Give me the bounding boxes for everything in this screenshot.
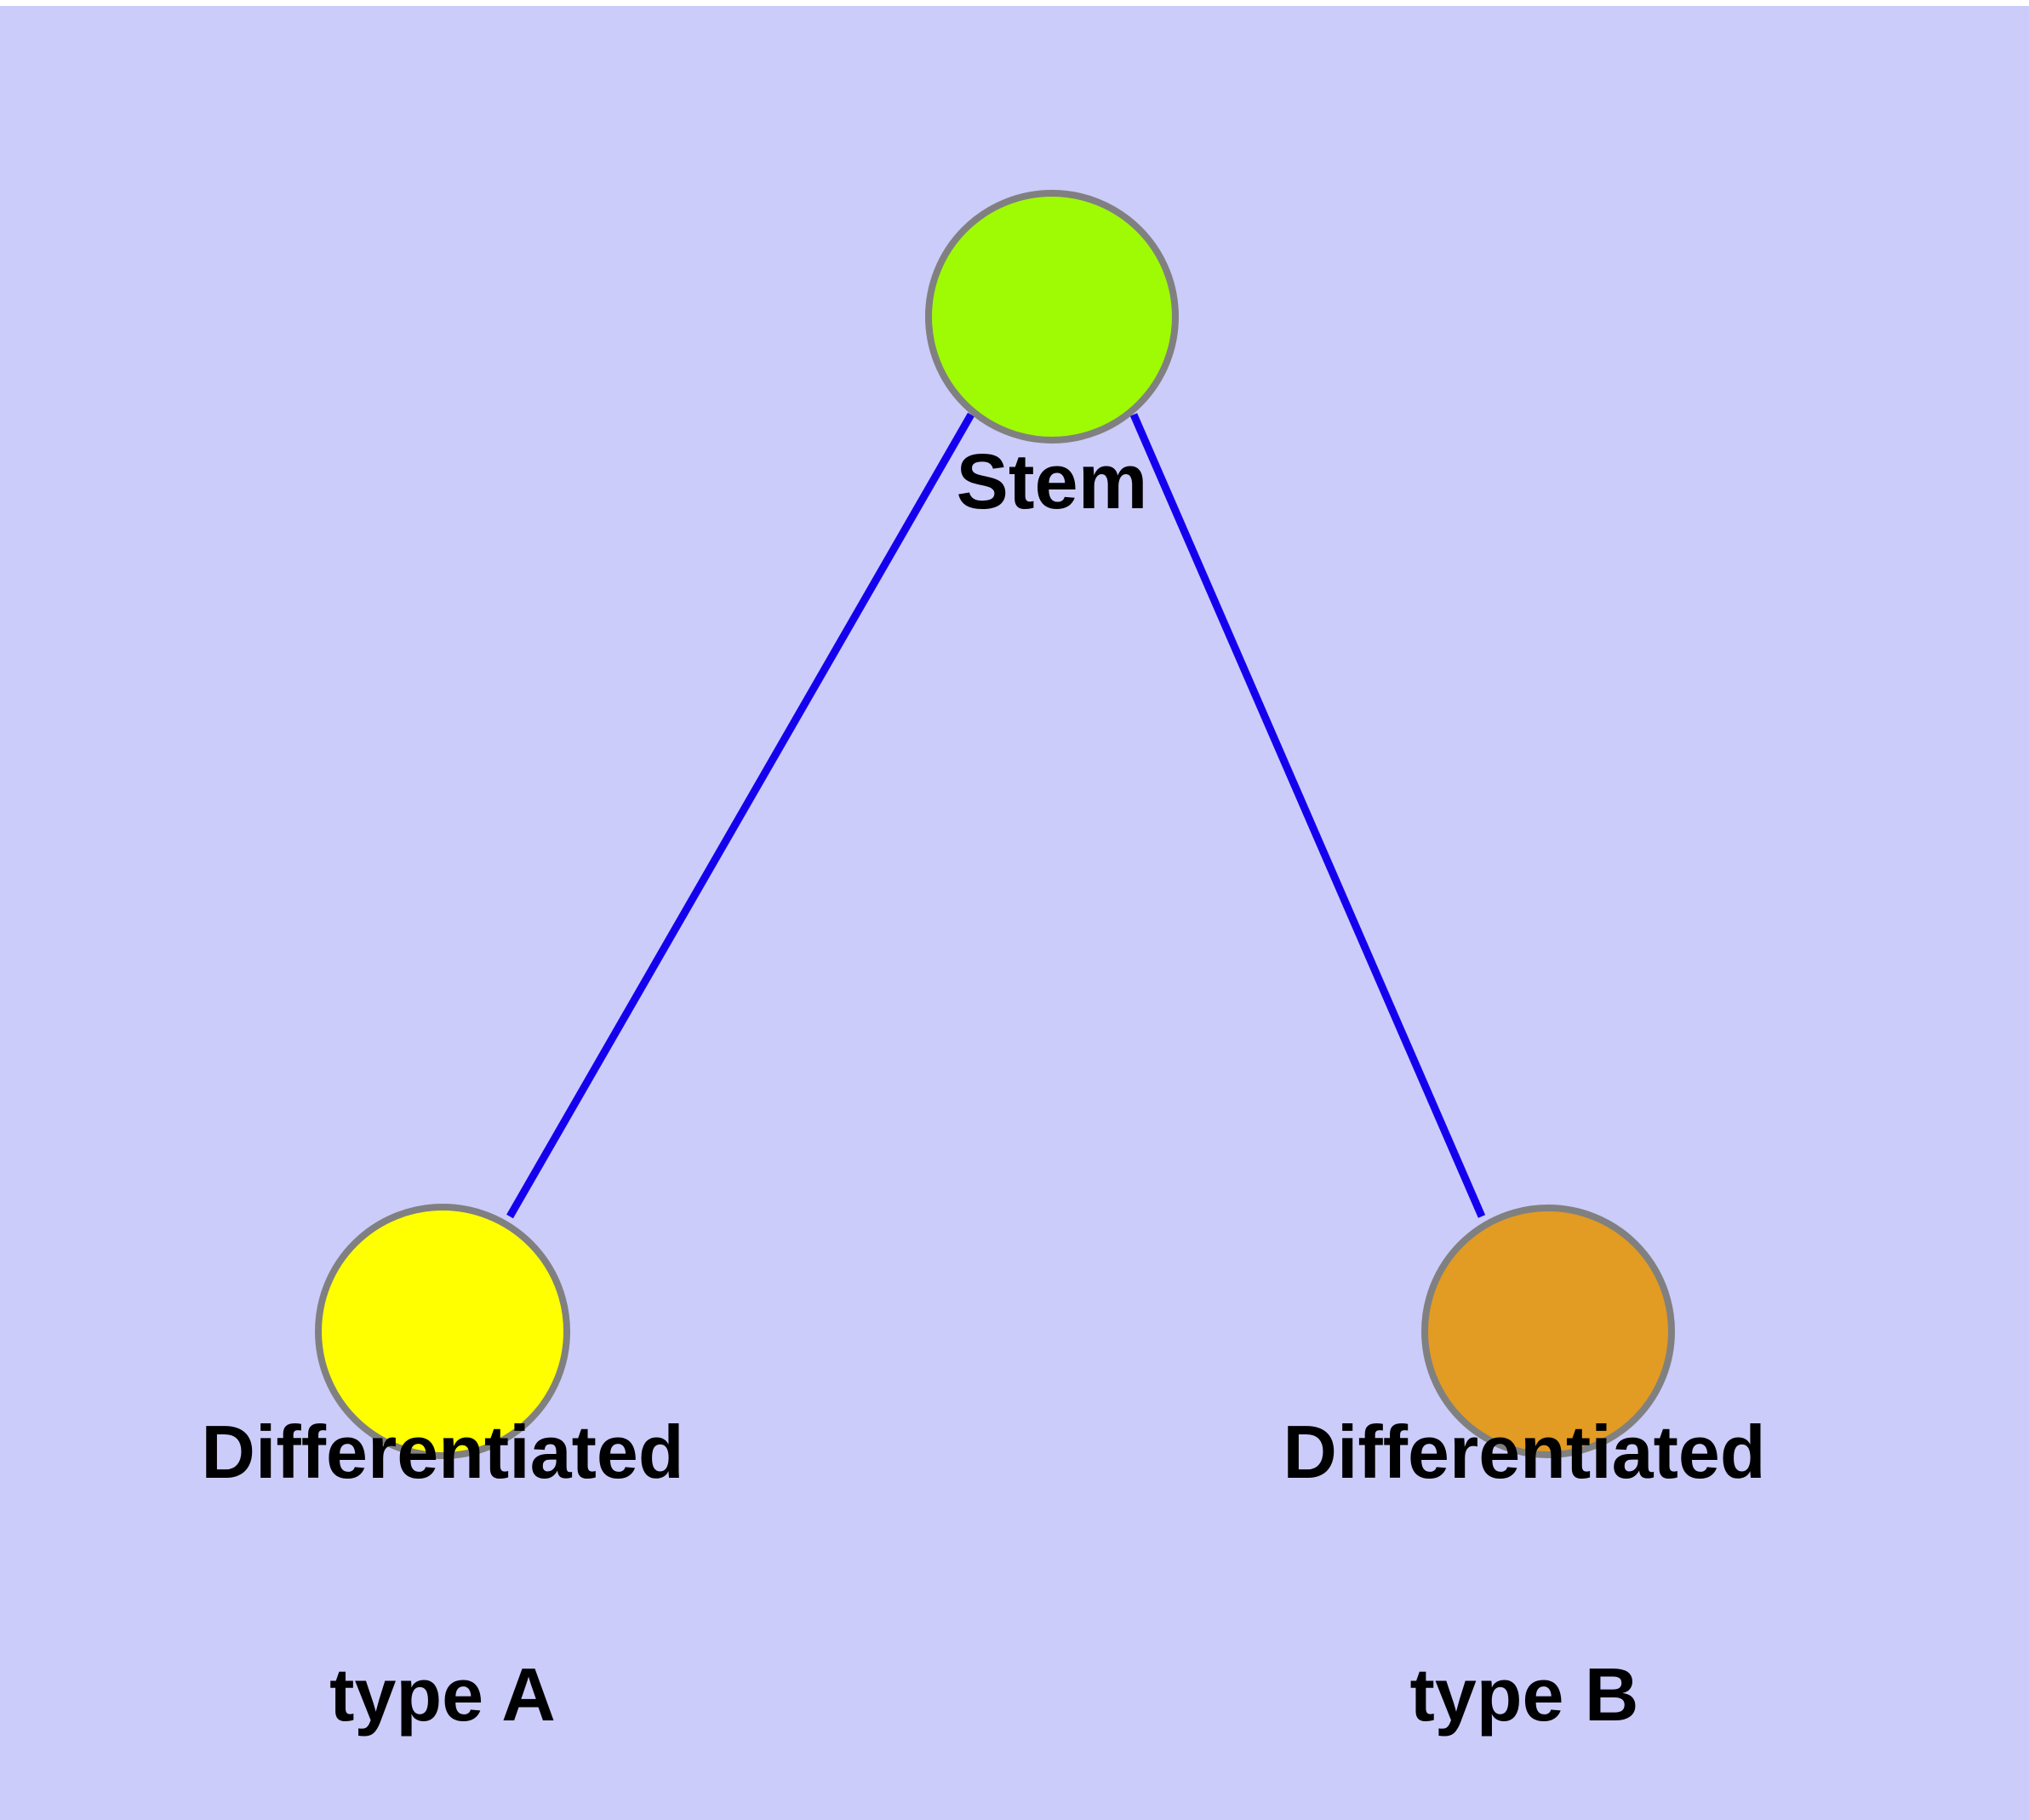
top-border-strip bbox=[0, 0, 2029, 6]
edge-group bbox=[506, 412, 1486, 1219]
node-group bbox=[315, 190, 1675, 1459]
edge-stem-to-differentiated-type-a bbox=[506, 412, 974, 1219]
node-stem[interactable] bbox=[925, 190, 1179, 444]
node-differentiated-type-b[interactable] bbox=[1421, 1205, 1675, 1458]
edge-stem-to-differentiated-type-b bbox=[1129, 413, 1486, 1218]
node-differentiated-type-a[interactable] bbox=[315, 1204, 570, 1459]
